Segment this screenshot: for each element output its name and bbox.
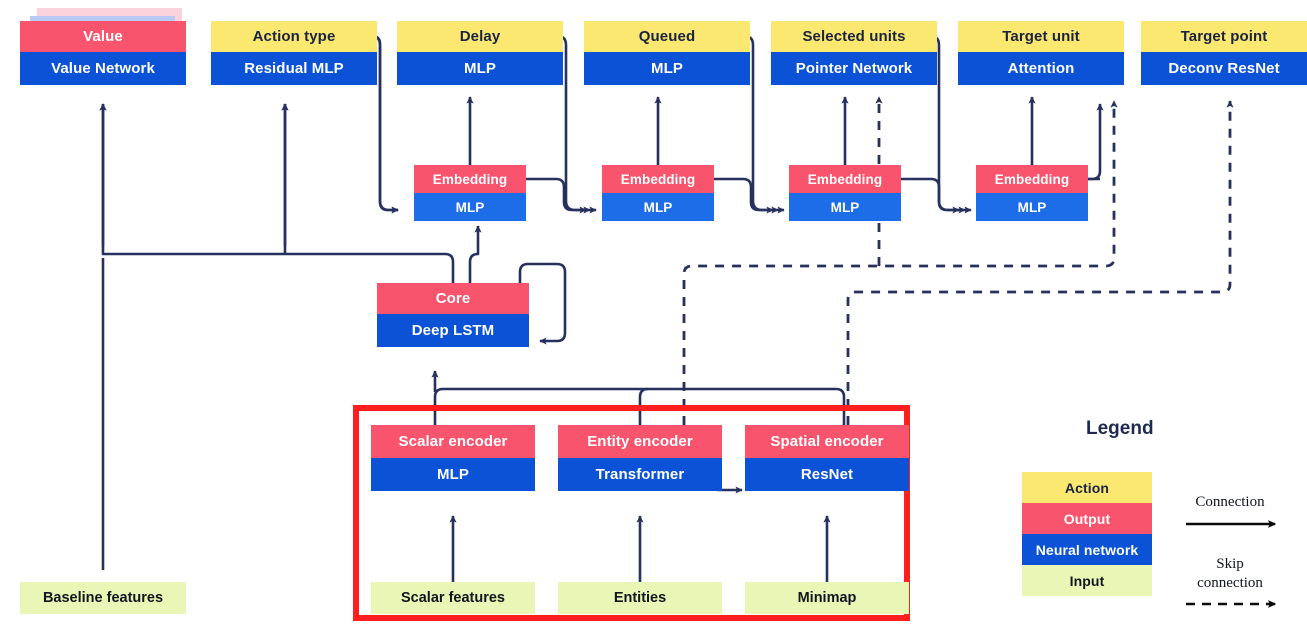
skip-spatial-to-targetpoint: [846, 100, 1234, 425]
node-target-point-net: Deconv ResNet: [1141, 52, 1307, 85]
node-delay[interactable]: Delay MLP: [397, 21, 563, 85]
node-scalar-encoder-head: Scalar encoder: [371, 425, 535, 458]
legend-connection-label: Connection: [1195, 494, 1265, 510]
legend-skip-label-line2: connection: [1197, 575, 1263, 591]
input-baseline-features-label: Baseline features: [42, 590, 164, 606]
edge-emb2-to-emb3: [714, 177, 785, 214]
edge-emb3-to-emb4: [901, 177, 972, 214]
node-core-head: Core: [377, 283, 529, 314]
node-core[interactable]: Core Deep LSTM: [377, 283, 529, 347]
node-embedding-2-head: Embedding: [602, 165, 714, 193]
edge-core-to-emb1: [468, 225, 482, 283]
legend-title: Legend: [1086, 418, 1154, 439]
node-selected-units-net: Pointer Network: [771, 52, 937, 85]
input-entities-label: Entities: [613, 590, 667, 606]
legend-swatches: Action Output Neural network Input: [1022, 472, 1152, 596]
edge-core-to-value: [99, 103, 455, 283]
node-target-point[interactable]: Target point Deconv ResNet: [1141, 21, 1307, 85]
input-scalar-features-label: Scalar features: [401, 590, 505, 606]
input-minimap-label: Minimap: [797, 590, 857, 606]
node-value-head: Value: [20, 21, 186, 52]
node-embedding-4[interactable]: Embedding MLP: [976, 165, 1088, 221]
legend-swatch-neural-network: Neural network: [1022, 534, 1152, 565]
encoder-highlight-box: [353, 405, 910, 621]
legend-swatch-output: Output: [1022, 503, 1152, 534]
node-selected-units[interactable]: Selected units Pointer Network: [771, 21, 937, 85]
node-entity-encoder-head: Entity encoder: [558, 425, 722, 458]
node-embedding-1[interactable]: Embedding MLP: [414, 165, 526, 221]
node-spatial-encoder-head: Spatial encoder: [745, 425, 909, 458]
input-scalar-features[interactable]: Scalar features: [371, 582, 535, 614]
node-entity-encoder-net: Transformer: [558, 458, 722, 491]
node-value-net: Value Network: [20, 52, 186, 85]
node-target-point-head: Target point: [1141, 21, 1307, 52]
node-selected-units-head: Selected units: [771, 21, 937, 52]
legend-swatch-action: Action: [1022, 472, 1152, 503]
node-embedding-3-head: Embedding: [789, 165, 901, 193]
node-spatial-encoder[interactable]: Spatial encoder ResNet: [745, 425, 909, 491]
node-delay-net: MLP: [397, 52, 563, 85]
node-delay-head: Delay: [397, 21, 563, 52]
node-target-unit-net: Attention: [958, 52, 1124, 85]
node-queued-head: Queued: [584, 21, 750, 52]
node-target-unit-head: Target unit: [958, 21, 1124, 52]
node-action-type-head: Action type: [211, 21, 377, 52]
node-core-net: Deep LSTM: [377, 314, 529, 347]
input-entities[interactable]: Entities: [558, 582, 722, 614]
node-embedding-2-net: MLP: [602, 193, 714, 221]
input-minimap[interactable]: Minimap: [745, 582, 909, 614]
node-embedding-3[interactable]: Embedding MLP: [789, 165, 901, 221]
node-action-type-net: Residual MLP: [211, 52, 377, 85]
legend-swatch-input: Input: [1022, 565, 1152, 596]
legend-skip-label-line1: Skip: [1216, 556, 1244, 572]
node-embedding-2[interactable]: Embedding MLP: [602, 165, 714, 221]
input-baseline-features[interactable]: Baseline features: [20, 582, 186, 614]
node-embedding-4-head: Embedding: [976, 165, 1088, 193]
node-embedding-1-head: Embedding: [414, 165, 526, 193]
node-value[interactable]: Value Value Network: [20, 21, 186, 85]
skip-entity-to-targetunit: [682, 100, 1118, 425]
node-embedding-1-net: MLP: [414, 193, 526, 221]
node-action-type[interactable]: Action type Residual MLP: [211, 21, 377, 85]
node-spatial-encoder-net: ResNet: [745, 458, 909, 491]
node-scalar-encoder-net: MLP: [371, 458, 535, 491]
node-scalar-encoder[interactable]: Scalar encoder MLP: [371, 425, 535, 491]
node-entity-encoder[interactable]: Entity encoder Transformer: [558, 425, 722, 491]
node-target-unit[interactable]: Target unit Attention: [958, 21, 1124, 85]
edge-emb1-to-emb2: [526, 177, 597, 214]
node-embedding-4-net: MLP: [976, 193, 1088, 221]
node-embedding-3-net: MLP: [789, 193, 901, 221]
node-queued-net: MLP: [584, 52, 750, 85]
node-queued[interactable]: Queued MLP: [584, 21, 750, 85]
